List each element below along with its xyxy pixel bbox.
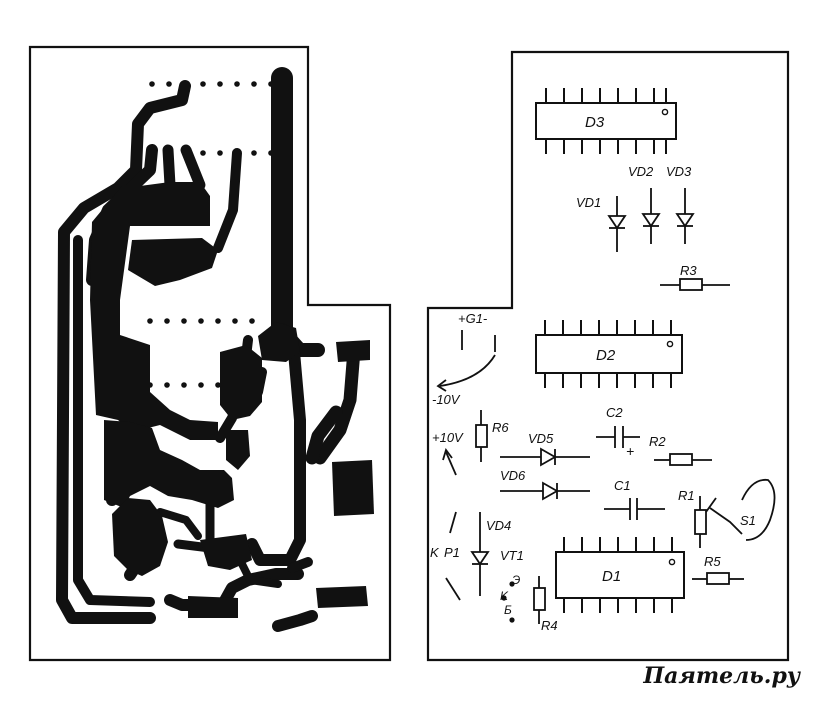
diodes-vd1-vd3 <box>607 188 695 252</box>
watermark: Паятель.ру <box>642 663 801 689</box>
label-vd3: VD3 <box>666 164 692 179</box>
capacitor-c1 <box>604 498 665 520</box>
label-r5: R5 <box>704 554 721 569</box>
ic-d1: D1 <box>555 537 685 613</box>
diode-vd6 <box>500 481 590 501</box>
label-r3: R3 <box>680 263 697 278</box>
label-c1: C1 <box>614 478 631 493</box>
resistor-r5 <box>692 572 744 585</box>
label-plus: + <box>626 443 634 459</box>
resistor-r1 <box>694 496 707 548</box>
resistor-r4 <box>533 576 546 624</box>
label-d1: D1 <box>602 568 621 585</box>
label-vd5: VD5 <box>528 431 554 446</box>
label-r6: R6 <box>492 420 509 435</box>
transistor-vt1-pads <box>501 581 515 623</box>
pad-row-1 <box>149 81 274 87</box>
label-c2: C2 <box>606 405 623 420</box>
component-side-board: D3 VD1 VD2 VD3 R3 +G1- -10V <box>426 50 790 662</box>
label-vt1-b: Б <box>504 603 512 617</box>
pad-row-3 <box>147 318 255 324</box>
label-neg10v: -10V <box>432 392 461 407</box>
label-vd4: VD4 <box>486 518 511 533</box>
copper-side-board <box>28 45 392 662</box>
label-s1: S1 <box>740 513 756 528</box>
label-vt1: VT1 <box>500 548 524 563</box>
label-d2: D2 <box>596 347 616 364</box>
label-vd6: VD6 <box>500 468 526 483</box>
battery-g1 <box>436 330 496 392</box>
diode-vd4 <box>470 512 490 596</box>
label-pos10v: +10V <box>432 430 464 445</box>
resistor-r2 <box>654 453 712 466</box>
pos10v-lead <box>442 448 457 476</box>
label-d3: D3 <box>585 114 605 131</box>
label-vt1-e: Э <box>512 573 520 587</box>
label-r1: R1 <box>678 488 695 503</box>
copper-areas <box>90 182 374 618</box>
label-vt1-k: K <box>500 589 509 603</box>
label-p1: P1 <box>444 545 460 560</box>
label-r4: R4 <box>541 618 558 633</box>
resistor-r6 <box>475 410 488 462</box>
ic-d2: D2 <box>535 320 683 388</box>
pad-row-4 <box>147 382 221 388</box>
diode-vd5 <box>500 447 590 467</box>
switch-s1 <box>709 478 776 541</box>
label-g1: +G1- <box>458 311 488 326</box>
r1-lead <box>705 497 717 513</box>
pad-rows <box>147 81 274 388</box>
label-vd1: VD1 <box>576 195 601 210</box>
label-r2: R2 <box>649 434 666 449</box>
capacitor-c2 <box>596 426 640 448</box>
label-vd2: VD2 <box>628 164 654 179</box>
component-board-outline <box>426 50 790 662</box>
resistor-r3 <box>660 278 730 291</box>
copper-board-outline <box>28 45 392 662</box>
relay-p1-leads <box>445 511 461 601</box>
label-relay-k: K <box>430 545 440 560</box>
ic-d3: D3 <box>535 88 677 154</box>
